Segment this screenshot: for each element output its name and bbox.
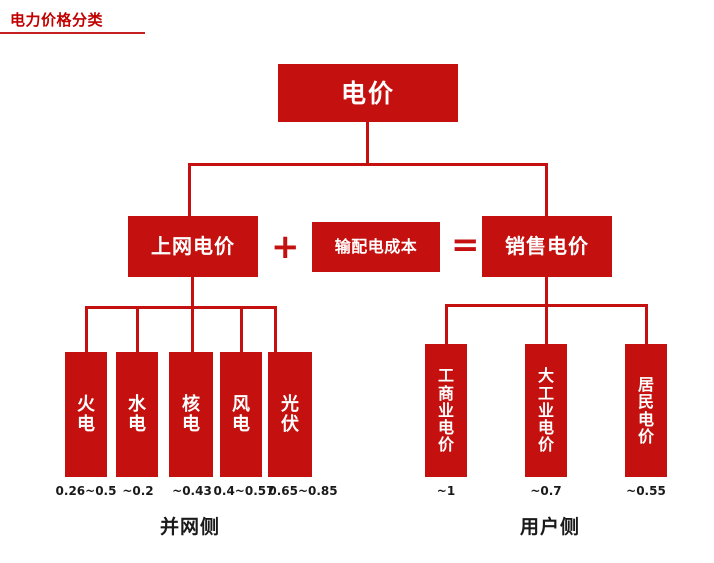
connector-root-stem: [366, 122, 369, 164]
operator-equals-icon: =: [451, 225, 480, 265]
node-transmission-distribution-cost[interactable]: 输配电成本: [312, 222, 440, 272]
page-title: 电力价格分类: [10, 11, 104, 29]
connector-grid-drop-2: [136, 306, 139, 353]
node-root-electricity-price[interactable]: 电价: [278, 64, 458, 122]
connector-grid-drop-3: [191, 306, 194, 353]
connector-user-drop-2: [545, 304, 548, 345]
node-commercial-industrial-price[interactable]: 工商业电价: [425, 344, 467, 477]
node-hydro-power[interactable]: 水电: [116, 352, 158, 477]
operator-plus-icon: +: [271, 227, 300, 267]
node-residential-price[interactable]: 居民电价: [625, 344, 667, 477]
price-large-industrial: ~0.7: [530, 484, 562, 498]
node-grid-connection-price[interactable]: 上网电价: [128, 216, 258, 277]
connector-drop-sale-price: [545, 163, 548, 217]
price-hydro-power: ~0.2: [122, 484, 154, 498]
price-thermal-power: 0.26~0.5: [55, 484, 117, 498]
price-residential: ~0.55: [626, 484, 666, 498]
node-sales-price[interactable]: 销售电价: [482, 216, 612, 277]
connector-grid-bus: [85, 306, 277, 309]
price-solar-power: 0.65~0.85: [268, 484, 338, 498]
price-nuclear-power: ~0.43: [172, 484, 212, 498]
section-label-grid-side: 并网侧: [159, 516, 220, 538]
node-solar-power[interactable]: 光伏: [268, 352, 312, 477]
connector-drop-grid-price: [188, 163, 191, 217]
section-label-user-side: 用户侧: [519, 516, 580, 538]
connector-user-stem: [545, 277, 548, 306]
node-large-industrial-price[interactable]: 大工业电价: [525, 344, 567, 477]
connector-grid-drop-1: [85, 306, 88, 353]
node-thermal-power[interactable]: 火电: [65, 352, 107, 477]
connector-user-drop-3: [645, 304, 648, 345]
connector-grid-drop-4: [240, 306, 243, 353]
connector-grid-drop-5: [274, 306, 277, 353]
connector-grid-stem: [191, 277, 194, 308]
node-nuclear-power[interactable]: 核电: [169, 352, 213, 477]
connector-user-drop-1: [445, 304, 448, 345]
price-wind-power: 0.4~0.57: [213, 484, 275, 498]
title-underline: [0, 32, 145, 34]
node-wind-power[interactable]: 风电: [220, 352, 262, 477]
connector-root-bus: [188, 163, 548, 166]
price-commercial-industrial: ~1: [436, 484, 456, 498]
